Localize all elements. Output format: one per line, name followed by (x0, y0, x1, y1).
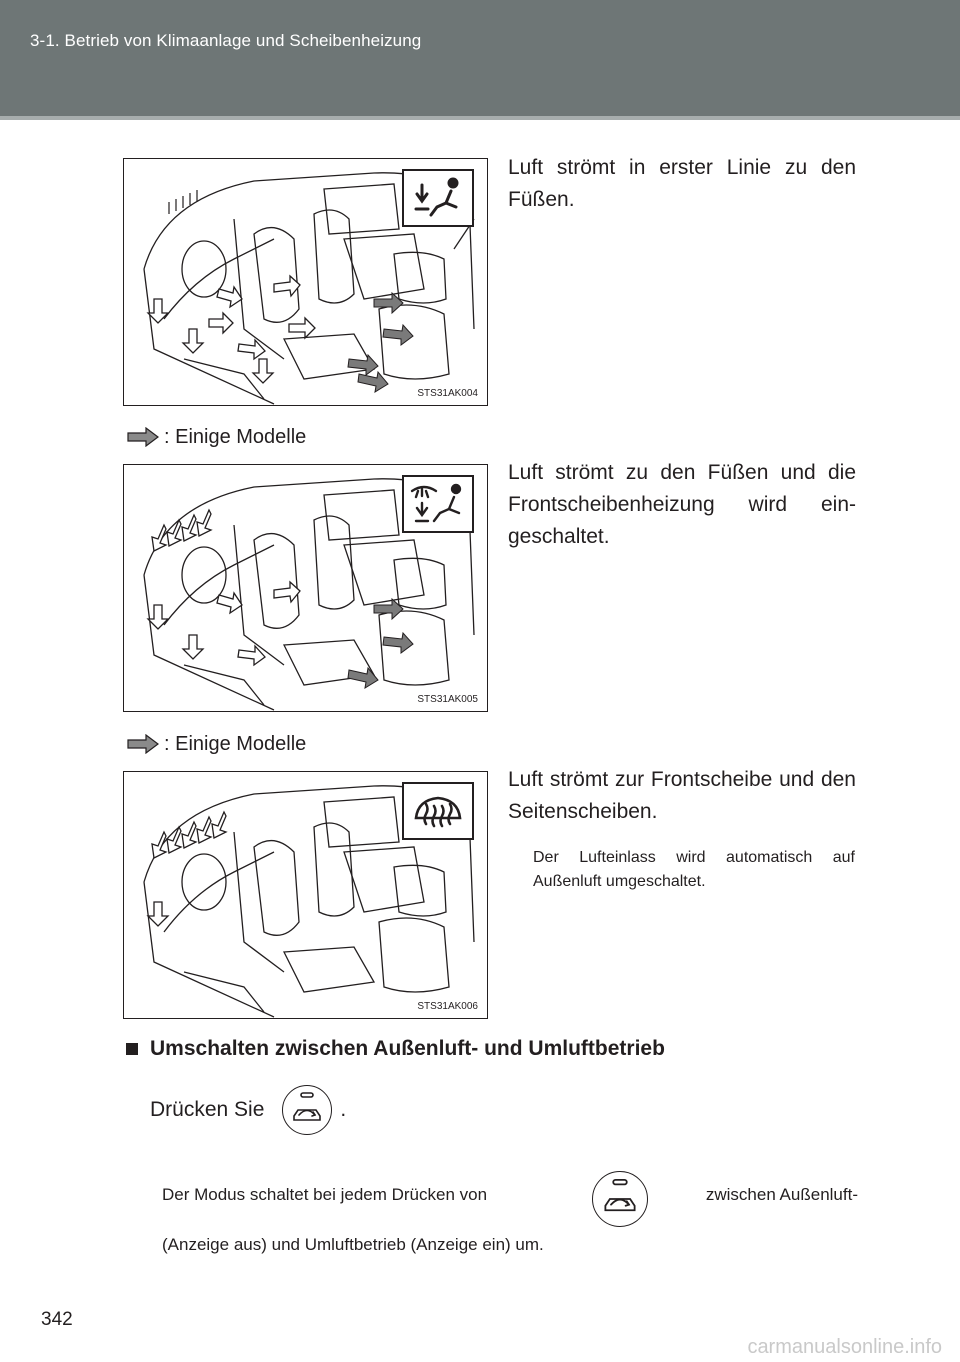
recirculation-icon (604, 1178, 636, 1212)
figure-code: STS31AK004 (417, 388, 478, 399)
recirculation-button (282, 1085, 333, 1135)
figure-1-description: Luft strömt in erster Linie zu den Füßen… (508, 156, 856, 211)
figure-2-description: Luft strömt zu den Füßen und die Frontsc… (508, 461, 856, 548)
feet-airflow-icon (402, 169, 474, 227)
mode-explanation-line-2: (Anzeige aus) und Umluftbetrieb (Anzeige… (162, 1235, 544, 1254)
mode-explanation-line-1: Der Modus schaltet bei jedem Drücken von (162, 1185, 858, 1205)
figure-3-description: Luft strömt zur Frontscheibe und den Sei… (508, 768, 856, 823)
figure-car-interior-1: STS31AK004 (123, 158, 488, 406)
figure-code: STS31AK005 (417, 694, 478, 705)
chapter-title: 3-1. Betrieb von Klimaanlage und Scheibe… (30, 31, 422, 50)
watermark: carmanualsonline.info (747, 1336, 942, 1358)
figure-car-interior-3: STS31AK006 (123, 771, 488, 1019)
section-heading-text: Umschalten zwischen Außenluft- und Umluf… (150, 1037, 665, 1060)
recirculation-button-inline (592, 1171, 648, 1227)
figure-car-interior-2: STS31AK005 (123, 464, 488, 712)
feet-defrost-airflow-icon (402, 475, 474, 533)
models-label-text: : Einige Modelle (164, 426, 307, 448)
arrow-indicator-icon (127, 734, 159, 754)
press-instruction: Drücken Sie . (150, 1085, 346, 1135)
models-label-text: : Einige Modelle (164, 733, 307, 755)
press-period: . (340, 1098, 347, 1121)
car-interior-illustration (143, 785, 475, 1018)
press-text: Drücken Sie (150, 1098, 265, 1121)
models-label-1: : Einige Modelle (126, 425, 306, 449)
models-label-2: : Einige Modelle (126, 732, 306, 756)
page-header (0, 0, 960, 116)
para-text-before: Der Modus schaltet bei jedem Drücken von (162, 1185, 488, 1204)
section-heading: Umschalten zwischen Außenluft- und Umluf… (126, 1037, 665, 1061)
para-text-after: zwischen Außenluft- (705, 1185, 858, 1204)
square-bullet-icon (126, 1043, 138, 1055)
car-interior-illustration (143, 172, 475, 405)
windshield-defrost-icon (402, 782, 474, 840)
recirculation-icon (293, 1092, 322, 1121)
car-interior-illustration (143, 478, 475, 711)
arrow-indicator-icon (127, 427, 159, 447)
page-number: 342 (41, 1309, 73, 1330)
figure-code: STS31AK006 (417, 1001, 478, 1012)
header-divider (0, 116, 960, 120)
figure-3-note: Der Lufteinlass wird automatisch auf Auß… (533, 849, 855, 890)
